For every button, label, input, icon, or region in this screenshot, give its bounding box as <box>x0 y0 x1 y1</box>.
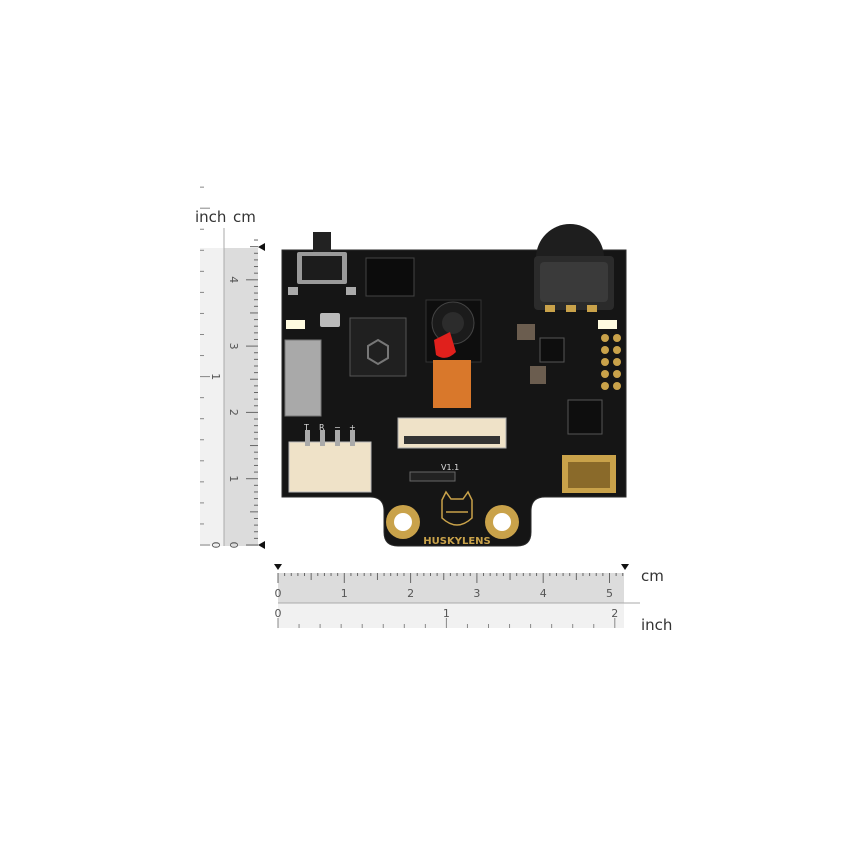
ic-chip <box>539 337 565 363</box>
pin-label-r: R <box>319 423 325 432</box>
cm-tick-label: 3 <box>473 587 480 600</box>
cm-unit-label: cm <box>233 208 256 226</box>
led-left <box>286 320 305 329</box>
pin-label-t: T <box>303 423 309 432</box>
gold-pad <box>601 334 609 342</box>
bottom-marker-icon <box>258 541 265 549</box>
gold-pad <box>601 358 609 366</box>
cm-tick-label: 2 <box>407 587 414 600</box>
main-processor-chip <box>349 317 407 377</box>
gold-pad <box>601 346 609 354</box>
horizontal-ruler: 0 1 2 3 4 5 0 1 2 cm inch <box>274 564 672 634</box>
camera-ribbon <box>433 360 471 408</box>
cm-tick-label: 5 <box>606 587 613 600</box>
cm-tick-label: 4 <box>540 587 547 600</box>
inch-tick-label: 0 <box>209 542 222 549</box>
crystal <box>320 313 340 327</box>
huskylens-board: T R − + V1.1 HUSKYLENS <box>281 224 627 547</box>
pin-label-minus: − <box>334 423 341 432</box>
sd-card-slot <box>284 339 322 417</box>
cm-tick-label: 2 <box>227 409 240 416</box>
gold-pad <box>613 346 621 354</box>
gold-pads <box>601 334 621 390</box>
ic-chip <box>567 399 603 435</box>
inch-unit-label: inch <box>641 616 672 634</box>
right-marker-icon <box>621 564 629 570</box>
cm-tick-label: 4 <box>227 276 240 283</box>
inch-tick-label: 2 <box>611 607 618 620</box>
flash-chip <box>365 257 415 297</box>
cm-tick-label: 0 <box>227 542 240 549</box>
lens-cap <box>434 332 456 358</box>
gold-pad <box>613 370 621 378</box>
cm-tick-label: 1 <box>227 475 240 482</box>
cm-tick-label: 0 <box>275 587 282 600</box>
cm-tick-label: 1 <box>341 587 348 600</box>
rotary-encoder <box>534 224 614 312</box>
cm-strip <box>278 573 624 603</box>
camera-module <box>425 299 482 408</box>
husky-logo-icon <box>441 490 473 526</box>
top-marker-icon <box>258 243 265 251</box>
pin-label-plus: + <box>349 423 356 432</box>
led-right <box>598 320 617 329</box>
inductor <box>530 366 546 384</box>
left-marker-icon <box>274 564 282 570</box>
inch-strip <box>200 248 224 546</box>
inch-strip <box>278 603 624 628</box>
gold-pad <box>601 370 609 378</box>
inch-unit-label: inch <box>195 208 226 226</box>
inch-tick-label: 1 <box>209 373 222 380</box>
push-button <box>288 232 356 295</box>
inductor <box>517 324 535 340</box>
inch-tick-label: 1 <box>443 607 450 620</box>
kendryte-logo-icon <box>367 338 389 366</box>
gold-pad <box>613 334 621 342</box>
jst-connector <box>288 430 372 493</box>
gold-pad <box>601 382 609 390</box>
gold-pad <box>613 358 621 366</box>
vertical-ruler: inch cm 0 1 2 3 4 0 1 <box>195 186 265 549</box>
gold-pad <box>613 382 621 390</box>
brand-label: HUSKYLENS <box>423 536 490 547</box>
resistor-array <box>409 471 456 482</box>
version-label: V1.1 <box>441 463 459 472</box>
cm-tick-label: 3 <box>227 343 240 350</box>
inch-tick-label: 0 <box>275 607 282 620</box>
cm-unit-label: cm <box>641 567 664 585</box>
cm-strip <box>224 248 258 546</box>
